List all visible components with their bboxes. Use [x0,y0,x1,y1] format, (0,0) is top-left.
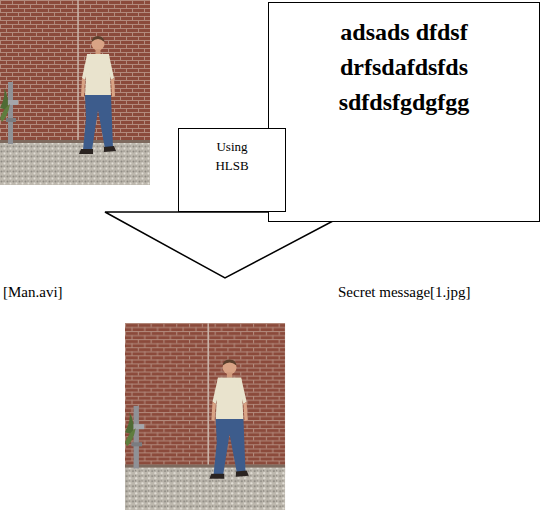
box-text: adsads dfdsf drfsdafdsfds sdfdsfgdgfgg [317,15,492,120]
method-box: Using HLSB [178,128,286,212]
file-label: [Man.avi] [3,284,63,301]
box-text: Using HLSB [206,137,258,175]
file-label: Secret message[1.jpg] [338,284,470,301]
message-box: adsads dfdsf drfsdafdsfds sdfdsfgdgfgg [268,2,540,222]
